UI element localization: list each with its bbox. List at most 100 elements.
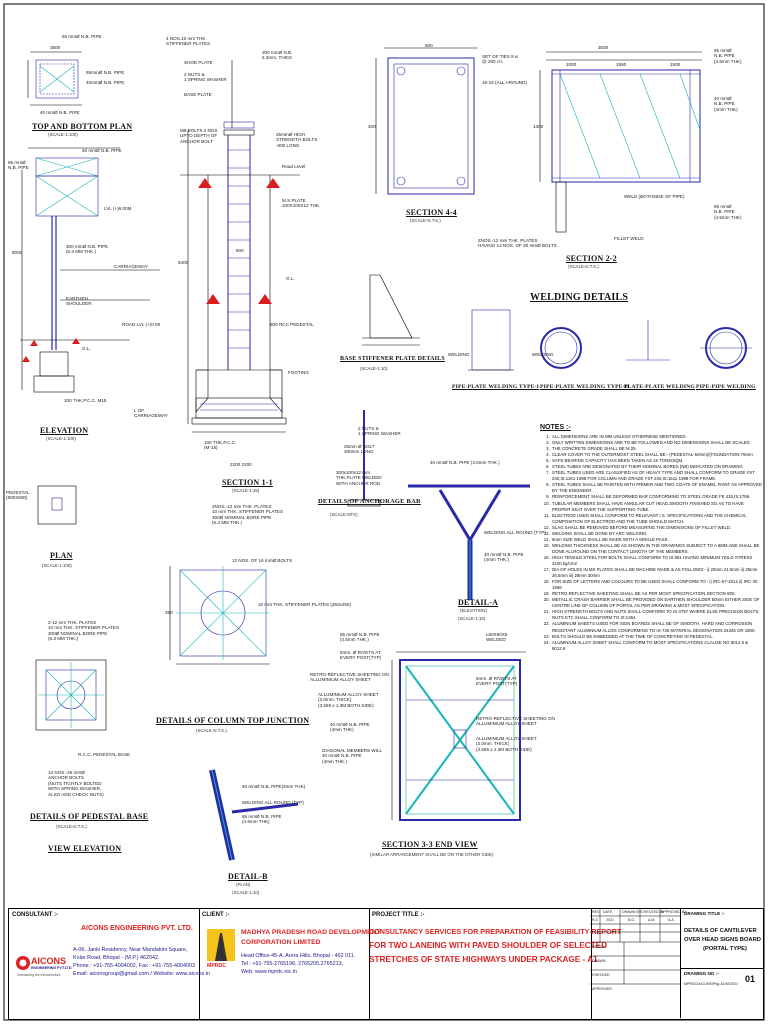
title-block: CONSULTANT :- AICONS ENGINEERING PVT. LT… xyxy=(8,908,764,1020)
note-item: ALUMINIUM ALLOY SHEET SHALL CONFORM TO M… xyxy=(551,640,762,652)
note-item: 6mm SIZE WELD SHALL BE MADE WITH A SINGL… xyxy=(551,537,762,543)
notes-panel: NOTES :- ALL DIMENSIONS ARE IN MM UNLESS… xyxy=(540,424,762,652)
dim-1300: 1300 xyxy=(533,124,544,129)
drawing-title-heading: DRAWING TITLE :- xyxy=(684,911,725,916)
consultant-addr-4: Email: aiconsgroup@gmail.com / Website: … xyxy=(73,971,210,977)
note-item: STEEL TUBES USED ARE CLASSIFIED AS OF HE… xyxy=(551,470,762,482)
note-item: STEEL TUBES SHALL BE PAINTED WITH PRIMER… xyxy=(551,482,762,494)
label-carriageway: CARRIAGEWAY xyxy=(114,264,148,269)
label-pcc-sec: 100 THK.P.C.C. (M-15) xyxy=(204,440,237,451)
label-s33-alu: ALLUMINIUM ALLOY SHEET (3.0mm. THICK) (3… xyxy=(318,692,379,708)
label-pedestal-plan: PEDESTAL (800X800) xyxy=(6,490,30,501)
consultant-addr-3: Phone : +91-755-4004002, Fax : +91-755-4… xyxy=(73,963,195,969)
label-pipe40-4mm: 40 mmØ N.B. PIPE (4mm THK.) xyxy=(484,552,524,563)
logo-tag: Unleashing the Infrastructure xyxy=(17,973,61,977)
base-stiffener-title: BASE STIFFENER PLATE DETAILS xyxy=(340,356,445,362)
label-bolts12: 12 NOS. OF 16 mmØ BOLTS xyxy=(232,558,293,563)
logo-sub: ENGINEERING PVT.LTD. xyxy=(31,966,73,970)
label-pipe300-thk: 300 mmØ N.B. 6.3mm. THICK xyxy=(262,50,293,61)
label-pipe-65-right: 65 mmØ N.B. PIPE (4.5mm THK) xyxy=(714,204,742,220)
consultant-cell: CONSULTANT :- AICONS ENGINEERING PVT. LT… xyxy=(9,909,210,1019)
label-ped-plates: 2-12 mm THK. PLATES 10 mm THK. STIFFENER… xyxy=(48,620,120,642)
label-plate-anchor: 300x100x12 mm THK.PLATE WELDED WITH ANCH… xyxy=(336,470,382,486)
client-cell: CLIENT :- MPRDC MADHYA PRADESH ROAD DEVE… xyxy=(199,909,381,1019)
label-s33-retro-r: RETRO-REFLECTIVE SHEETING ON ALLUMINIUM … xyxy=(476,716,555,727)
section-1-1-title: SECTION 1-1 xyxy=(222,478,273,487)
label-pipe65-side: 65mmØ N.B. PIPE xyxy=(86,70,125,75)
drawing-no-heading: DRAWING NO :- xyxy=(684,971,719,976)
label-s33-welded: L50X50X5 WELDED xyxy=(486,632,508,643)
mprdc-logo-icon xyxy=(207,929,235,961)
label-welding-around: WELDING ALL ROUND (TYP) xyxy=(484,530,546,535)
label-nut-washer2: 2 NUTS & 1 SPRING WASHER xyxy=(358,426,401,437)
dim-5400: 5400 xyxy=(178,260,189,265)
base-stiffener-drawing xyxy=(362,274,420,346)
note-item: HIGH STRENGTH BOLTS AND NUTS SHALL CONFO… xyxy=(551,609,762,621)
project-title-2: FOR TWO LANEING WITH PAVED SHOULDER OF S… xyxy=(369,941,608,950)
section-2-2-title: SECTION 2-2 xyxy=(566,254,617,263)
elevation-weld-markers xyxy=(22,338,80,362)
label-pipe-40-4: 40 mmØ N.B. PIPE (4mm THK) xyxy=(714,96,738,112)
section-2-2-drawing xyxy=(539,51,702,233)
consultant-logo: AICONS ENGINEERING PVT.LTD. Unleashing t… xyxy=(13,947,73,981)
label-detb-pipe65: 65 mmØ N.B. PIPE (4.5mm THK) xyxy=(242,814,282,825)
note-item: RETRO-REFLECTIVE SHEETING SHALL BE AS PE… xyxy=(551,591,762,597)
note-item: TUBULAR MEMBERS SHALL HAVE ANNULAR CUT H… xyxy=(551,501,762,513)
drawing-title-2: OVER HEAD SIGNS BOARD xyxy=(684,937,761,943)
rev-h-4: APPROVED BY xyxy=(661,910,687,914)
elevation-title: ELEVATION xyxy=(40,426,89,435)
consultant-addr-1: A-06, Janki Residency, Near Mandakini Sq… xyxy=(73,947,188,953)
project-heading: PROJECT TITLE :- xyxy=(372,912,425,918)
client-name-2: CORPORATION LIMITED xyxy=(241,939,321,946)
detail-b-sub: (PLAN) xyxy=(236,882,251,887)
welding-details-drawing xyxy=(468,309,752,371)
rev-label-approved: APPROVED xyxy=(592,987,612,991)
label-pipe40-bot: 40 mmØ N.B. PIPE xyxy=(40,110,80,115)
dim-250: 250 xyxy=(165,610,173,615)
consultant-heading: CONSULTANT :- xyxy=(12,912,59,918)
label-pipe40-elev: 40 mmØ N.B. PIPE xyxy=(82,148,122,153)
anchorage-bar-scale: (SCALE-NTS) xyxy=(330,512,358,517)
section-4-4-title: SECTION 4-4 xyxy=(406,208,457,217)
label-fillet: FILLET WELD xyxy=(614,236,644,241)
dim-400: 400 xyxy=(368,124,376,129)
elevation-scale: (SCALE-1:100) xyxy=(46,436,76,441)
section-4-4-drawing xyxy=(375,47,478,195)
label-col-plates: 2NOS.-12 mm THK. PLATES 10 mm THK. STIFF… xyxy=(212,504,284,526)
detail-b-drawing xyxy=(209,769,299,861)
rev-h-0: REV. xyxy=(592,910,601,914)
detail-b-scale: (SCALE-1:10) xyxy=(232,890,260,895)
label-welding-2: WELDING xyxy=(532,352,554,357)
note-item: FOR SIZE OF LETTERS AND COLOURS TO BE US… xyxy=(551,579,762,591)
label-anchor-bolts: 12 NOS.-25 mmØ ANCHOR BOLTS (NUTS TIGHTL… xyxy=(48,770,104,797)
label-ties: SET OF TIES 8 ø @ 200 c/c xyxy=(482,54,518,65)
consultant-name: AICONS ENGINEERING PVT. LTD. xyxy=(81,925,193,932)
label-around: 16-16 (ALL AROUND) xyxy=(482,80,528,85)
plan-scale: (SCALE-1:100) xyxy=(42,563,72,568)
detail-a-sub: (ELEVATION) xyxy=(460,608,487,613)
rev-label-design: DESIGN xyxy=(592,945,606,949)
note-item: WELDING SHALL BE DONE BY ARC WELDING. xyxy=(551,531,762,537)
note-item: SLAG SHALL BE REMOVED BEFORE MEASURING T… xyxy=(551,525,762,531)
weld-type-4: PIPE-PIPE WELDING xyxy=(696,384,756,390)
note-item: CLEAR COVER TO THE OUTERMOST STEEL SHALL… xyxy=(551,452,762,458)
label-detb-weld: WELDING ALL ROUND (TYP) xyxy=(242,800,304,805)
rev-h-1: DATE xyxy=(603,910,613,914)
client-logo-text: MPRDC xyxy=(207,963,227,969)
drawing-title-1: DETAILS OF CANTILEVER xyxy=(684,928,757,934)
dim-1500: 1500 xyxy=(670,62,681,67)
note-item: METALLIC CRASH BARRIER SHALL BE PROVIDED… xyxy=(551,597,762,609)
label-s33-rivets-r: 5mm. Ø RIVETS AT EVERY POST(TYP) xyxy=(476,676,518,687)
drawing-title-3: (PORTAL TYPE) xyxy=(703,946,747,952)
project-cell: PROJECT TITLE :- CONSULTANCY SERVICES FO… xyxy=(369,909,621,1019)
plan-title: PLAN xyxy=(50,551,73,560)
label-gl-sec: G.L. xyxy=(286,276,295,281)
note-item: REINFORCEMENT SHALL BE DEFORMED BAR CONF… xyxy=(551,494,762,500)
label-pipe65-top: 65 mmØ N.B. PIPE xyxy=(62,34,102,39)
note-item: STEEL TUBES ARE DESIGNATED BY THEIR NOMI… xyxy=(551,464,762,470)
top-bottom-plan-scale: (SCALE-1:100) xyxy=(48,132,78,137)
label-welding-1: WELDING xyxy=(448,352,470,357)
label-base-plate: BASE PLATE xyxy=(184,92,212,97)
label-s33-pipe65: 65 mmØ N.B. PIPE (4.5mm THK.) xyxy=(340,632,380,643)
aicons-logo-icon xyxy=(16,956,30,970)
